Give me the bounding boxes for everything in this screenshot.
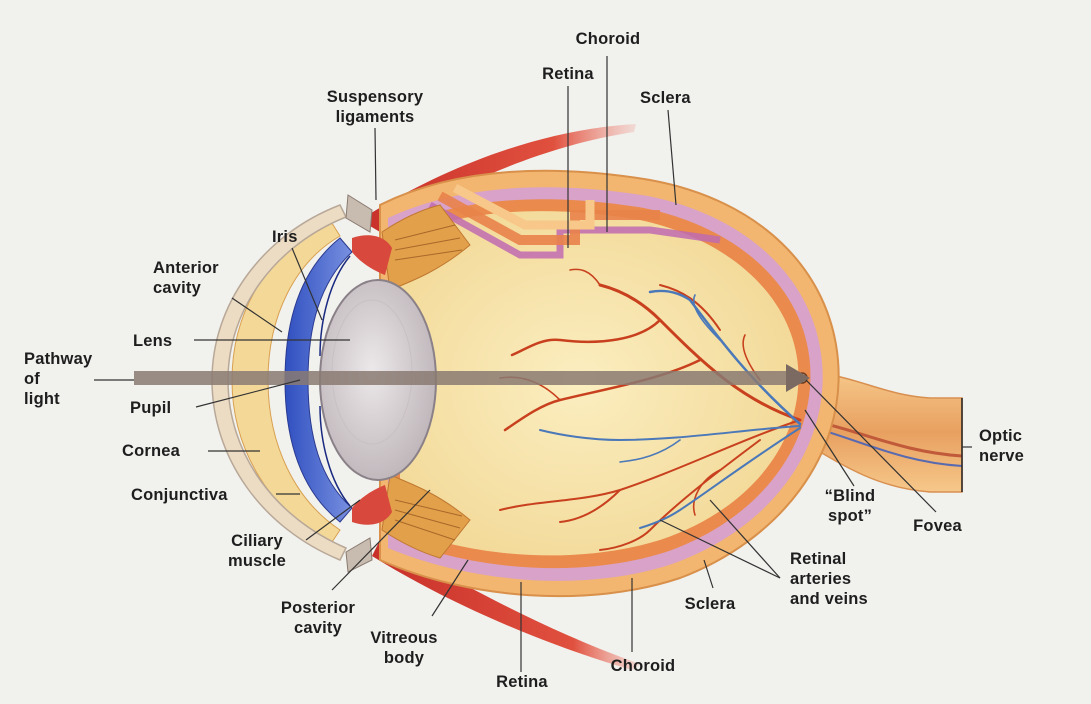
label-blind-spot: “Blind spot” [800,486,900,526]
label-sclera-top: Sclera [640,88,740,108]
ciliary-muscle-upper [352,235,392,275]
label-retina-bottom: Retina [472,672,572,692]
label-vitreous-body: Vitreous body [354,628,454,668]
label-retinal-arteries-veins: Retinal arteries and veins [790,549,920,609]
label-ciliary-muscle: Ciliary muscle [212,531,302,571]
label-iris: Iris [272,227,352,247]
label-anterior-cavity: Anterior cavity [153,258,263,298]
label-conjunctiva: Conjunctiva [131,485,281,505]
label-sclera-bottom: Sclera [660,594,760,614]
label-choroid-top: Choroid [558,29,658,49]
label-lens: Lens [133,331,213,351]
label-fovea: Fovea [895,516,980,536]
label-pathway-of-light: Pathway of light [24,349,124,409]
label-pupil: Pupil [130,398,210,418]
label-choroid-bottom: Choroid [588,656,698,676]
label-optic-nerve: Optic nerve [979,426,1079,466]
label-cornea: Cornea [122,441,222,461]
ciliary-muscle-lower [352,485,392,525]
label-retina-top: Retina [518,64,618,84]
label-suspensory-ligaments: Suspensory ligaments [300,87,450,127]
